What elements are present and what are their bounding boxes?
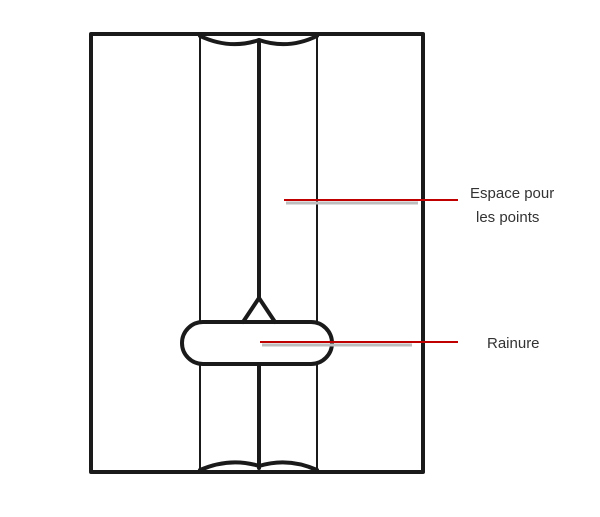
label-dot-space-line2: les points	[476, 209, 539, 226]
outer-frame	[89, 32, 425, 474]
label-dot-space-line1: Espace pour	[470, 185, 554, 202]
label-groove: Rainure	[487, 335, 540, 352]
center-point-triangle	[241, 296, 277, 324]
